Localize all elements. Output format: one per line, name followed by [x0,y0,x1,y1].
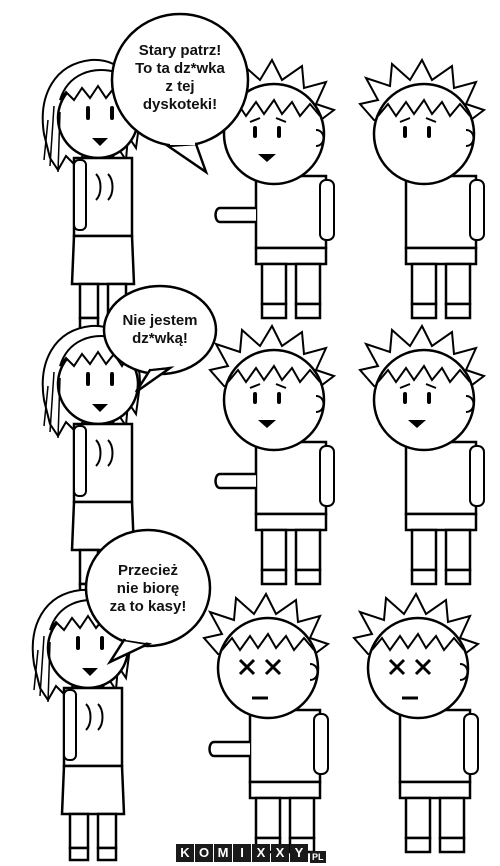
panel-2 [41,284,486,598]
speech-text-2: Nie jestem dz*wką! [122,312,198,347]
knocked-out-boy [202,592,330,854]
listening-boy [358,58,486,320]
watermark-letter: M [214,844,232,862]
watermark-letter: X [252,844,270,862]
speech-text-3: Przecież nie biorę za to kasy! [109,562,187,615]
panel-1 [41,12,486,332]
speech-text-1: Stary patrz! To ta dz*wka z tej dyskotek… [135,42,225,113]
watermark-letter: X [271,844,289,862]
watermark-suffix: PL [310,851,326,863]
speech-bubble-3 [84,528,212,665]
knocked-out-boy [352,592,480,854]
panel-3 [31,528,480,862]
watermark-letter: Y [290,844,308,862]
pointing-boy [208,58,336,320]
pointing-boy [208,324,336,586]
listening-boy [358,324,486,586]
watermark-letter: K [176,844,194,862]
watermark-letter: I [233,844,251,862]
speech-bubble-2 [102,284,218,394]
komixxy-watermark: K O M I X X Y PL [176,842,326,864]
watermark-letter: O [195,844,213,862]
speech-bubble-1 [110,12,250,176]
